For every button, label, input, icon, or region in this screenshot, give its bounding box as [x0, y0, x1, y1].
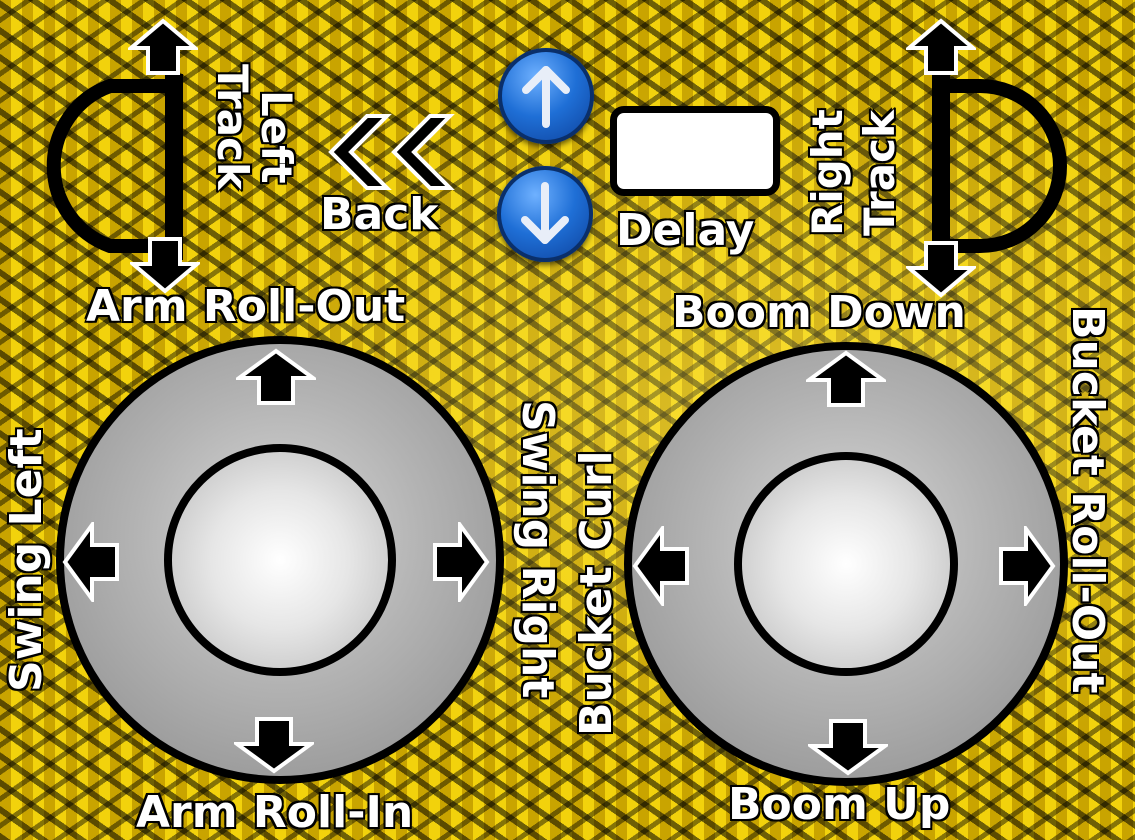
swing-right-arrow-icon[interactable] — [432, 522, 490, 602]
left-track-label-line2: Track — [207, 63, 258, 191]
arrow-up-icon — [522, 66, 570, 128]
left-track-forward-arrow-icon[interactable] — [128, 18, 198, 76]
right-track-forward-arrow-icon[interactable] — [906, 18, 976, 76]
arm-roll-in-arrow-icon[interactable] — [234, 716, 314, 774]
left-track-backward-arrow-icon[interactable] — [130, 236, 200, 294]
right-track-lever[interactable] — [920, 16, 1090, 286]
swing-left-label: Swing Left — [0, 427, 53, 693]
right-joystick-knob[interactable] — [734, 452, 958, 676]
delay-down-button[interactable] — [497, 166, 593, 262]
arm-roll-out-label: Arm Roll-Out — [85, 281, 406, 333]
boom-up-arrow-icon[interactable] — [808, 718, 888, 776]
bucket-curl-arrow-icon[interactable] — [632, 526, 690, 606]
boom-down-label: Boom Down — [671, 287, 967, 339]
left-track-label-line1: Left — [251, 89, 302, 185]
bucket-roll-out-arrow-icon[interactable] — [998, 526, 1056, 606]
boom-up-label: Boom Up — [727, 779, 951, 831]
right-track-label-line2: Track — [854, 109, 905, 237]
left-joystick-knob[interactable] — [164, 444, 396, 676]
right-joystick[interactable] — [624, 342, 1068, 786]
arm-roll-in-label: Arm Roll-In — [135, 787, 414, 839]
arrow-down-icon — [521, 182, 569, 244]
swing-right-label: Swing Right — [511, 399, 564, 699]
bucket-curl-label: Bucket Curl — [570, 449, 623, 737]
double-chevron-left-icon[interactable] — [315, 112, 460, 192]
right-track-backward-arrow-icon[interactable] — [906, 240, 976, 298]
delay-value-display[interactable] — [610, 106, 780, 196]
arm-roll-out-arrow-icon[interactable] — [236, 348, 316, 406]
bucket-roll-out-label: Bucket Roll-Out — [1061, 305, 1114, 695]
swing-left-arrow-icon[interactable] — [62, 522, 120, 602]
boom-down-arrow-icon[interactable] — [806, 350, 886, 408]
delay-up-button[interactable] — [498, 48, 594, 144]
back-button-label[interactable]: Back — [319, 189, 440, 241]
left-joystick[interactable] — [56, 336, 504, 784]
delay-label: Delay — [615, 205, 755, 257]
right-track-label-line1: Right — [802, 108, 853, 237]
left-track-lever[interactable] — [40, 16, 210, 286]
